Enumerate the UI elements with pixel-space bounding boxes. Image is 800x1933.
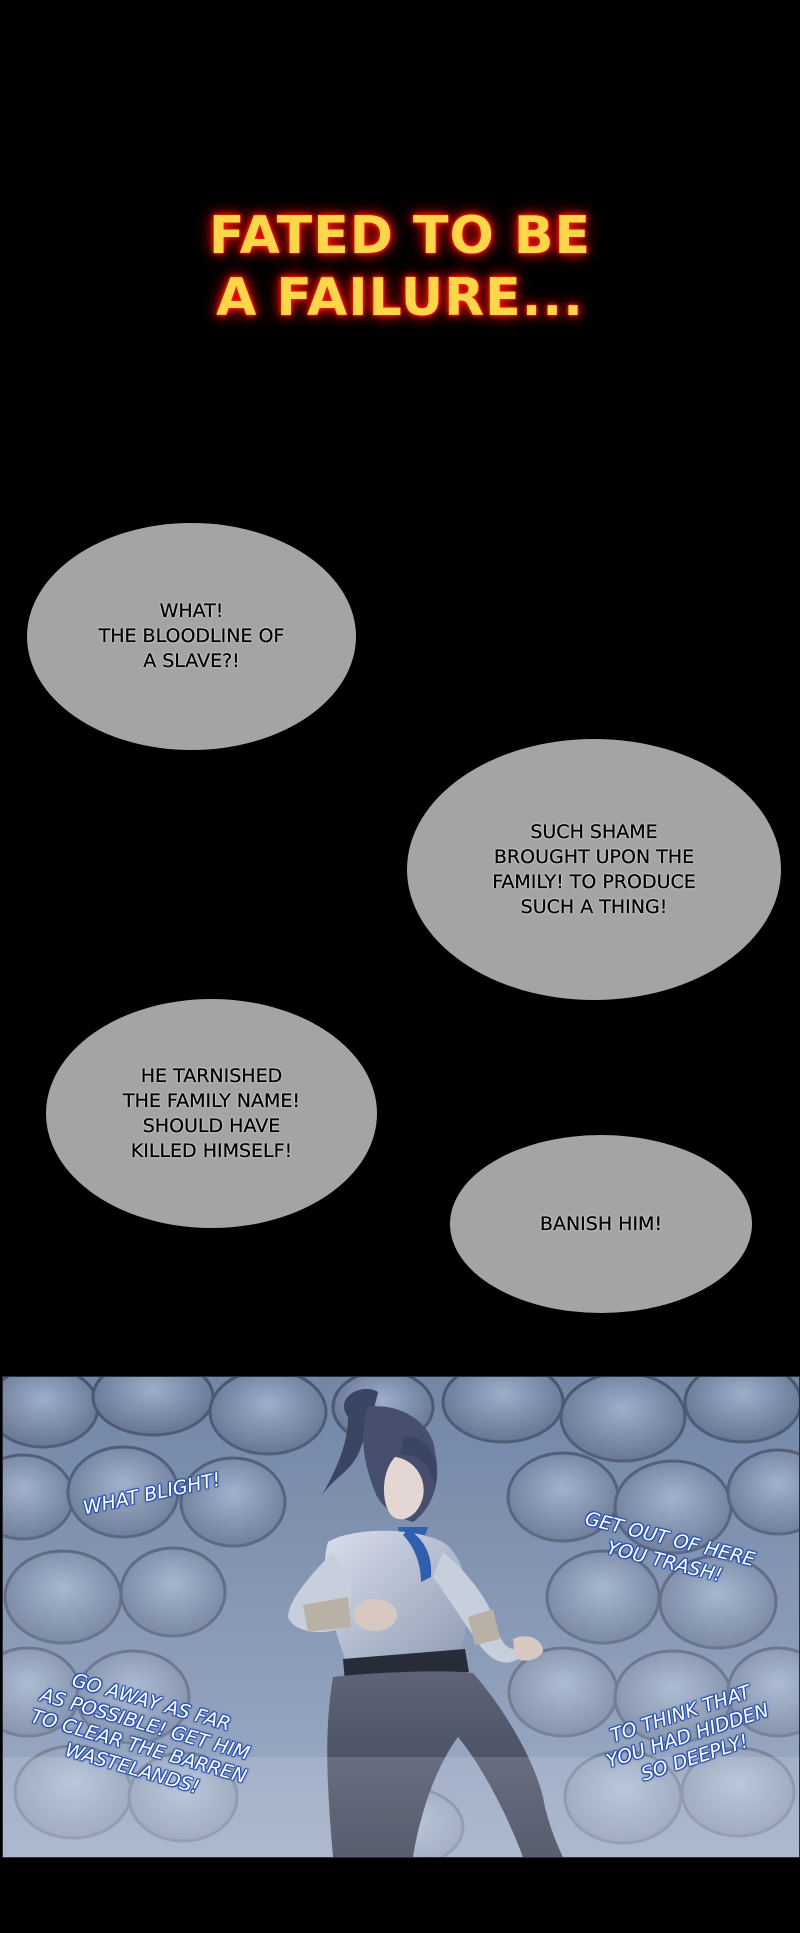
- bubble-2-line-2: BROUGHT UPON THE: [493, 845, 695, 868]
- speech-bubble-4: BANISH HIM!: [450, 1135, 752, 1313]
- bubble-2-line-1: SUCH SHAME: [530, 820, 658, 843]
- title-line-1: FATED TO BE: [209, 206, 591, 266]
- bubble-3-line-2: THE FAMILY NAME!: [122, 1089, 301, 1112]
- bubble-3-line-4: KILLED HIMSELF!: [130, 1139, 293, 1162]
- bubble-1-line-3: A SLAVE?!: [143, 650, 240, 672]
- cobblestone-background: [3, 1377, 799, 1857]
- bubble-1-line-2: THE BLOODLINE OF: [98, 625, 285, 647]
- comic-panel: [2, 1376, 800, 1858]
- bubble-3-line-1: HE TARNISHED: [140, 1064, 283, 1087]
- speech-bubble-3: HE TARNISHED THE FAMILY NAME! SHOULD HAV…: [46, 999, 377, 1228]
- title-line-2: A FAILURE...: [216, 268, 584, 328]
- bottom-gutter: [0, 1858, 800, 1933]
- bubble-3-line-3: SHOULD HAVE: [142, 1114, 281, 1137]
- bubble-1-line-1: WHAT!: [159, 600, 224, 622]
- speech-bubble-1: WHAT! THE BLOODLINE OF A SLAVE?!: [27, 523, 356, 750]
- bubble-2-line-4: SUCH A THING!: [520, 895, 668, 918]
- bubble-4-line-1: BANISH HIM!: [539, 1212, 663, 1235]
- bubble-2-line-3: FAMILY! TO PRODUCE: [492, 870, 696, 893]
- character-figure: [288, 1388, 563, 1857]
- speech-bubble-2: SUCH SHAME BROUGHT UPON THE FAMILY! TO P…: [407, 739, 781, 1000]
- chapter-title: FATED TO BE A FAILURE...: [0, 205, 800, 329]
